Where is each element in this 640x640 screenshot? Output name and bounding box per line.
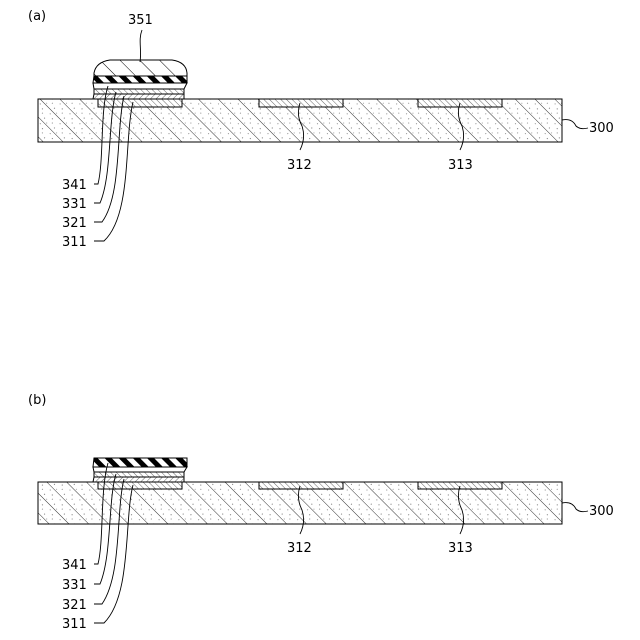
leader-351	[140, 30, 142, 62]
pad-312	[259, 99, 343, 107]
layer-321	[93, 477, 184, 482]
label-311: 311	[62, 617, 87, 632]
label-321: 321	[62, 216, 87, 231]
panel-a-label: (a)	[28, 9, 46, 24]
label-321: 321	[62, 598, 87, 613]
label-300: 300	[589, 504, 614, 519]
label-311: 311	[62, 235, 87, 250]
layer-341	[93, 76, 187, 83]
label-300: 300	[589, 121, 614, 136]
label-331: 331	[62, 197, 87, 212]
leader-300	[562, 503, 588, 512]
pad-312	[259, 482, 343, 489]
layer-331	[94, 472, 184, 477]
label-351: 351	[128, 13, 153, 28]
label-331: 331	[62, 578, 87, 593]
label-341: 341	[62, 558, 87, 573]
label-313: 313	[448, 541, 473, 556]
label-312: 312	[287, 541, 312, 556]
label-313: 313	[448, 158, 473, 173]
leader-300	[562, 120, 588, 129]
pad-311	[98, 482, 182, 489]
label-341: 341	[62, 178, 87, 193]
label-312: 312	[287, 158, 312, 173]
cap-351	[94, 60, 187, 76]
layer-331	[94, 89, 184, 94]
panel-a: (a) 351 300 312 313 341 331 321 311	[28, 9, 614, 250]
panel-b: (b) 300 312 313 341 331 321 311	[28, 393, 614, 632]
layer-321	[93, 94, 184, 99]
panel-b-label: (b)	[28, 393, 46, 408]
pad-311	[98, 99, 182, 107]
pad-313	[418, 482, 502, 489]
